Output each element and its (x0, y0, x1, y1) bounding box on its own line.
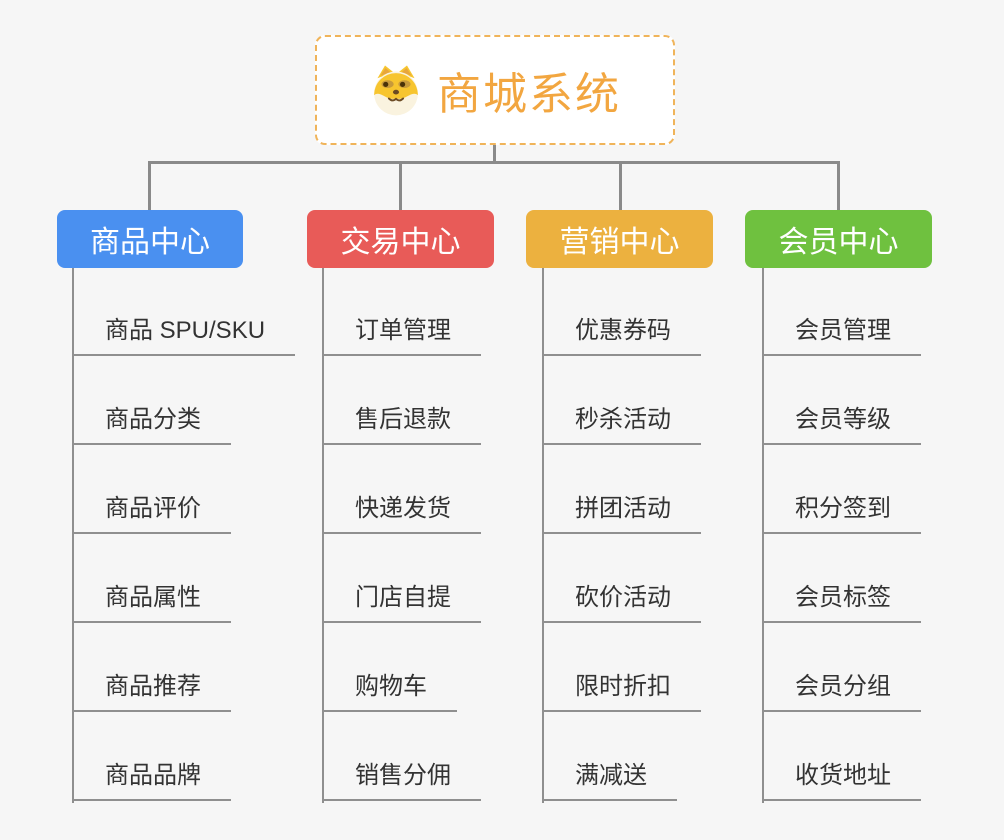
doge-icon (374, 65, 418, 116)
list-item[interactable]: 满减送 (542, 761, 677, 801)
list-item[interactable]: 砍价活动 (542, 583, 701, 623)
connector-drop-branch-1 (399, 161, 402, 210)
list-item[interactable]: 售后退款 (322, 405, 481, 445)
list-item[interactable]: 拼团活动 (542, 494, 701, 534)
branch-node-trade-center[interactable]: 交易中心 (307, 210, 494, 268)
list-item[interactable]: 商品评价 (72, 494, 231, 534)
list-item[interactable]: 门店自提 (322, 583, 481, 623)
branch-node-member-center[interactable]: 会员中心 (745, 210, 932, 268)
list-item[interactable]: 积分签到 (762, 494, 921, 534)
list-item[interactable]: 订单管理 (322, 316, 481, 356)
list-item[interactable]: 收货地址 (762, 761, 921, 801)
list-item[interactable]: 限时折扣 (542, 672, 701, 712)
list-item[interactable]: 商品属性 (72, 583, 231, 623)
list-item[interactable]: 购物车 (322, 672, 457, 712)
list-item[interactable]: 商品分类 (72, 405, 231, 445)
connector-drop-branch-0 (148, 161, 151, 210)
list-item[interactable]: 会员标签 (762, 583, 921, 623)
connector-root-stem (493, 145, 496, 163)
connector-drop-branch-3 (837, 161, 840, 210)
list-item[interactable]: 销售分佣 (322, 761, 481, 801)
list-item[interactable]: 商品品牌 (72, 761, 231, 801)
list-item[interactable]: 会员分组 (762, 672, 921, 712)
root-title: 商城系统 (437, 70, 621, 119)
branch-node-marketing-center[interactable]: 营销中心 (526, 210, 713, 268)
list-item[interactable]: 商品推荐 (72, 672, 231, 712)
list-item[interactable]: 秒杀活动 (542, 405, 701, 445)
list-item[interactable]: 会员等级 (762, 405, 921, 445)
list-item[interactable]: 会员管理 (762, 316, 921, 356)
connector-drop-branch-2 (619, 161, 622, 210)
connector-horizontal-bus (148, 161, 840, 164)
branch-node-product-center[interactable]: 商品中心 (57, 210, 243, 268)
list-item[interactable]: 快递发货 (322, 494, 481, 534)
root-node[interactable]: 商城系统 (315, 35, 675, 145)
list-item[interactable]: 优惠券码 (542, 316, 701, 356)
list-item[interactable]: 商品 SPU/SKU (72, 316, 296, 356)
